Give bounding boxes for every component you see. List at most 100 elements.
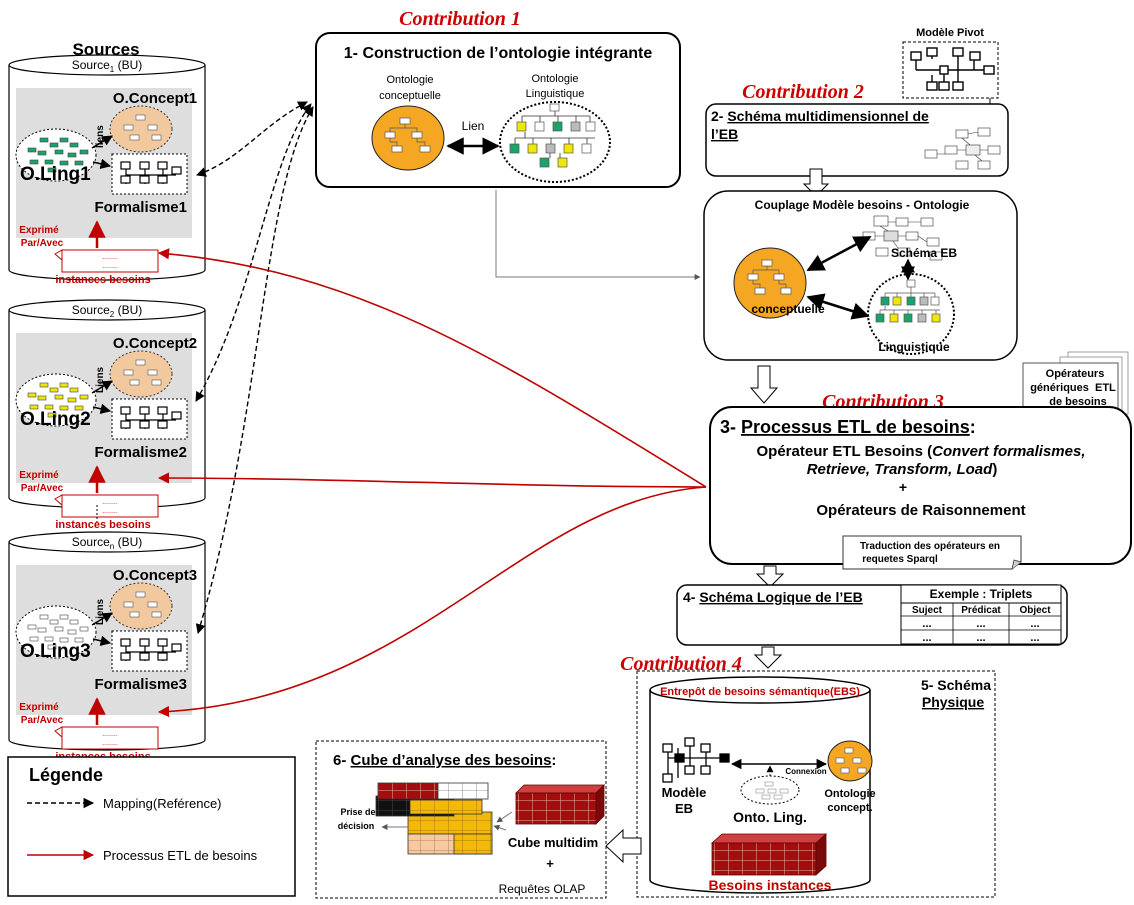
- legend-etl-label: Processus ETL de besoins: [103, 848, 258, 863]
- generic-ops-l2: génériques ETL: [1030, 382, 1116, 394]
- source-liens-label: Liens: [95, 366, 106, 393]
- cube-multidim-icon: [515, 784, 605, 825]
- sources-title: Sources: [72, 40, 139, 59]
- source-ling-title: O.Ling1: [20, 164, 91, 185]
- source-ling-ellipse: [15, 128, 97, 182]
- cube-multidim-label: Cube multidim: [508, 835, 598, 850]
- source-instances-dots-2: ........: [102, 263, 118, 270]
- step1-box: 1- Construction de l’ontologie intégrant…: [315, 32, 681, 188]
- etl-to-source1: [157, 248, 707, 488]
- arrow-coupling-to-step3: [749, 365, 779, 404]
- step6-box: 6- Cube d’analyse des besoins: Prise de …: [315, 740, 607, 899]
- triplets-cell: ...: [976, 632, 985, 644]
- source-liens-label: liens: [95, 125, 106, 148]
- coupling-title: Couplage Modèle besoins - Ontologie: [755, 198, 970, 212]
- mapping-sourcen: [195, 106, 314, 634]
- source-ling-tag-cloud-icon: [27, 614, 89, 650]
- ebs-model-l2: EB: [675, 801, 693, 816]
- source-concept-ellipse: [109, 582, 173, 630]
- step5-title-l1: 5- Schéma: [921, 677, 991, 693]
- source-instances-doc: [61, 726, 159, 750]
- coupling-box: Couplage Modèle besoins - Ontologie conc…: [703, 190, 1018, 361]
- step3-title: 3- Processus ETL de besoins:: [720, 417, 976, 437]
- legend-title: Légende: [29, 765, 103, 785]
- source-ling-tag-cloud-icon: [27, 382, 89, 418]
- mapping-source2: [195, 103, 312, 402]
- source-instances-label: instances besoins: [55, 519, 150, 531]
- onto-concept-label-l2: conceptuelle: [379, 90, 441, 102]
- source-ling-title: O.Ling3: [20, 641, 91, 662]
- coupling-schema-label: Schéma EB: [891, 246, 957, 260]
- ebs-title: Entrepôt de besoins sémantique(EBS): [660, 686, 860, 698]
- source-instances-doc: [61, 494, 159, 518]
- etl-to-source2: [157, 472, 707, 488]
- source-concept-title: O.Concept2: [113, 335, 197, 352]
- ebs-onto-ling-tree-icon: [755, 781, 789, 800]
- step3-line2: Retrieve, Transform, Load): [807, 461, 998, 478]
- step4-title: 4- Schéma Logique de l’EB: [683, 589, 863, 605]
- etl-curves: [157, 248, 707, 718]
- connexion-label: Connexion: [785, 767, 826, 776]
- coupling-ling-tree-icon: [875, 279, 941, 323]
- contribution-4-label: Contribution 4: [620, 653, 742, 675]
- arrow-step3-to-step4: [755, 565, 785, 588]
- onto-ling-label-l2: Linguistique: [526, 88, 585, 100]
- source-formalism-arrow: [92, 403, 112, 414]
- onto-concept-tree-icon: [384, 117, 431, 153]
- legend-mapping-label: Mapping(Reférence): [103, 796, 222, 811]
- source-liens-label: Liens: [95, 598, 106, 625]
- coupling-concept-ellipse: [733, 247, 807, 319]
- source-instances-doc: [61, 249, 159, 273]
- ebs-model-l1: Modèle: [662, 785, 707, 800]
- generic-ops-l1: Opérateurs: [1046, 368, 1105, 380]
- source-header: Sourcen (BU): [72, 535, 142, 551]
- source-liens-arrow: [91, 380, 113, 394]
- cube-to-stack-arrow-1: [496, 811, 513, 823]
- arrow-step2-to-coupling: [802, 168, 830, 197]
- source-formalism-arrow: [92, 635, 112, 646]
- coupling-concept-tree-icon: [747, 259, 792, 295]
- source-liens-arrow: [91, 612, 113, 626]
- source-header: Source1 (BU): [72, 58, 142, 74]
- source-concept-ellipse: [109, 350, 173, 398]
- ebs-onto-l2: concept.: [827, 802, 872, 814]
- coupling-arrow-concept-ling: [806, 293, 870, 320]
- sparql-note: Traduction des opérateurs en requetes Sp…: [842, 535, 1022, 570]
- source-liens-arrow: [91, 135, 113, 149]
- source-concept-tree-icon: [123, 114, 162, 141]
- generic-ops-l3: de besoins: [1049, 396, 1106, 408]
- coupling-concept-label: conceptuelle: [751, 302, 825, 316]
- ebs-model-icon: [662, 737, 730, 783]
- sources-layer: Source1 (BU)O.Concept1O.Ling1liensFormal…: [8, 54, 206, 763]
- source-instances-dots-1: ........: [102, 731, 118, 738]
- decision-label-l1: Prise de: [340, 807, 375, 817]
- mapping-source1: [196, 101, 308, 177]
- source-ling-ellipse: [15, 373, 97, 427]
- onto-concept-ellipse: [371, 105, 445, 171]
- source-expressed-l2: Par/Avec: [21, 715, 64, 726]
- onto-concept-label-l1: Ontologie: [386, 74, 433, 86]
- triplets-cell: ...: [922, 632, 931, 644]
- triplets-column-header: Suject: [912, 605, 943, 616]
- source-expressed-l2: Par/Avec: [21, 483, 64, 494]
- triplets-cell: ...: [922, 618, 931, 630]
- source-instances-dots-2: ........: [102, 740, 118, 747]
- step4-box: 4- Schéma Logique de l’EB Exemple : Trip…: [676, 584, 1068, 646]
- source-concept-tree-icon: [123, 359, 162, 386]
- step1-title: 1- Construction de l’ontologie intégrant…: [344, 45, 653, 62]
- contribution-2-label: Contribution 2: [742, 81, 864, 103]
- onto-ling-tree-icon: [509, 103, 596, 168]
- source-concept-title: O.Concept1: [113, 90, 197, 107]
- besoins-instances-cubes: [710, 833, 828, 876]
- pivot-model: Modèle Pivot: [902, 27, 999, 111]
- sparql-note-l2: requetes Sparql: [862, 554, 938, 565]
- onto-ling-ellipse: [499, 101, 611, 183]
- source-expressed-l1: Exprimé: [19, 225, 59, 236]
- source-formalism-schema-icon: [120, 406, 182, 429]
- step2-title-l2: l’EB: [711, 126, 738, 142]
- source-cylinder-2: Source2 (BU)O.Concept2O.Ling2LiensFormal…: [8, 299, 206, 531]
- pivot-schema-icon: [910, 47, 995, 91]
- step2-box: 2- Schéma multidimensionnel de l’EB: [705, 103, 1009, 177]
